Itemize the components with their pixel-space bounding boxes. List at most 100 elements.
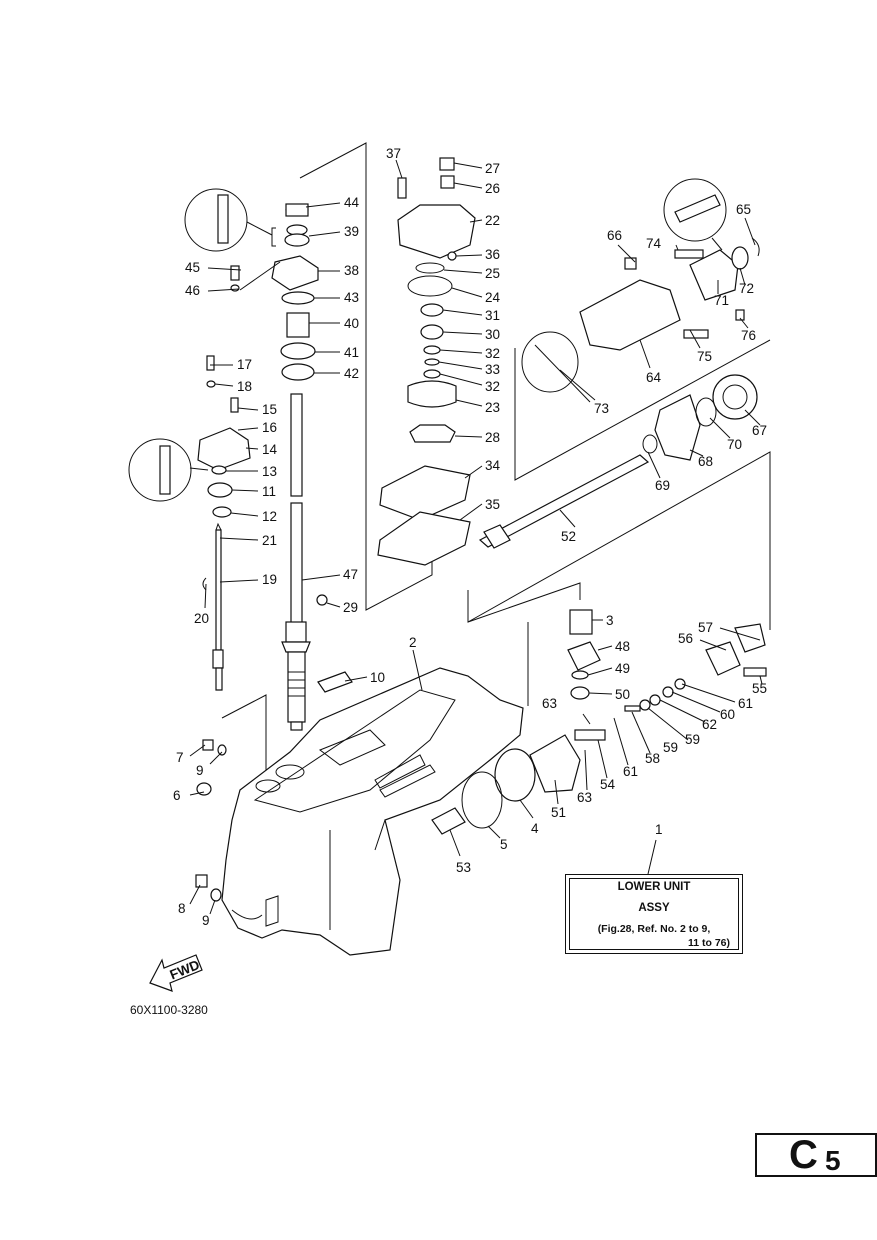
- fwd-label: FWD: [168, 957, 202, 983]
- part-label-54: 54: [600, 777, 616, 792]
- lower-unit-housing: [221, 667, 524, 956]
- part-label-70: 70: [727, 437, 742, 452]
- part-label-32b: 32: [485, 379, 500, 394]
- part-label-61b: 61: [623, 764, 638, 779]
- left-stack-parts: [197, 203, 319, 518]
- part-label-16: 16: [262, 420, 277, 435]
- part-label-60: 60: [720, 707, 735, 722]
- part-label-40: 40: [344, 316, 359, 331]
- part-label-57: 57: [698, 620, 713, 635]
- part-label-30: 30: [485, 327, 500, 342]
- part-label-52: 52: [561, 529, 576, 544]
- assy-box-line3: (Fig.28, Ref. No. 2 to 9,: [597, 923, 711, 935]
- part-label-12: 12: [262, 509, 277, 524]
- part-label-56: 56: [678, 631, 693, 646]
- part-label-10: 10: [370, 670, 385, 685]
- part-label-38: 38: [344, 263, 359, 278]
- part-label-36: 36: [485, 247, 500, 262]
- diagram-code: 60X1100-3280: [130, 1003, 208, 1017]
- part-label-48: 48: [615, 639, 630, 654]
- part-label-7: 7: [176, 750, 184, 765]
- part-label-53: 53: [456, 860, 471, 875]
- part-label-58: 58: [645, 751, 660, 766]
- part-label-69: 69: [655, 478, 670, 493]
- small-fasteners: [195, 577, 353, 902]
- part-label-41: 41: [344, 345, 359, 360]
- lower-unit-assy-box: LOWER UNIT ASSY (Fig.28, Ref. No. 2 to 9…: [565, 874, 743, 954]
- part-label-22: 22: [485, 213, 500, 228]
- page-indicator: C 5: [755, 1133, 877, 1177]
- part-label-1: 1: [655, 822, 663, 837]
- part-label-50: 50: [615, 687, 630, 702]
- part-label-74: 74: [646, 236, 662, 251]
- part-label-62: 62: [702, 717, 717, 732]
- part-label-27: 27: [485, 161, 500, 176]
- gear-clutch-parts: [431, 609, 767, 835]
- part-label-51: 51: [551, 805, 566, 820]
- part-label-55: 55: [752, 681, 767, 696]
- part-label-35: 35: [485, 497, 500, 512]
- part-label-65: 65: [736, 202, 751, 217]
- group-frame-lines: [221, 142, 771, 911]
- part-label-26: 26: [485, 181, 500, 196]
- part-label-20: 20: [194, 611, 209, 626]
- part-label-19: 19: [262, 572, 277, 587]
- part-label-67: 67: [752, 423, 767, 438]
- shift-rod: [212, 522, 224, 691]
- part-label-73: 73: [594, 401, 609, 416]
- page-number: 5: [825, 1145, 841, 1176]
- part-label-61a: 61: [738, 696, 753, 711]
- part-label-44: 44: [344, 195, 360, 210]
- leader-lines: [189, 159, 763, 915]
- part-label-68: 68: [698, 454, 713, 469]
- part-label-49: 49: [615, 661, 630, 676]
- part-label-42: 42: [344, 366, 359, 381]
- assy-box-line4: 11 to 76): [687, 937, 730, 949]
- part-label-25: 25: [485, 266, 500, 281]
- part-label-45: 45: [185, 260, 200, 275]
- part-label-23: 23: [485, 400, 500, 415]
- part-label-17: 17: [237, 357, 252, 372]
- part-label-64: 64: [646, 370, 662, 385]
- drive-shaft: [281, 393, 311, 731]
- part-label-33: 33: [485, 362, 500, 377]
- part-label-29: 29: [343, 600, 358, 615]
- part-label-2: 2: [409, 635, 417, 650]
- part-label-21: 21: [262, 533, 277, 548]
- assy-box-inner-border: [569, 878, 739, 950]
- part-label-66: 66: [607, 228, 622, 243]
- part-label-43: 43: [344, 290, 359, 305]
- part-label-14: 14: [262, 442, 278, 457]
- part-label-4: 4: [531, 821, 539, 836]
- part-label-3: 3: [606, 613, 614, 628]
- part-label-71: 71: [714, 293, 729, 308]
- part-label-76: 76: [741, 328, 756, 343]
- part-label-13: 13: [262, 464, 277, 479]
- part-label-46: 46: [185, 283, 200, 298]
- part-label-63b: 63: [577, 790, 592, 805]
- part-label-9a: 9: [196, 763, 204, 778]
- detail-callouts: [128, 178, 727, 502]
- part-label-37: 37: [386, 146, 401, 161]
- part-label-5: 5: [500, 837, 508, 852]
- part-number-labels: 44 39 38 43 40 41 42 45 46 17 18 15 16 1…: [173, 146, 767, 928]
- part-label-9b: 9: [202, 913, 210, 928]
- part-label-11: 11: [262, 484, 276, 499]
- part-label-63a: 63: [542, 696, 557, 711]
- part-label-75: 75: [697, 349, 712, 364]
- part-label-6: 6: [173, 788, 181, 803]
- part-label-59a: 59: [685, 732, 700, 747]
- part-label-39: 39: [344, 224, 359, 239]
- part-label-15: 15: [262, 402, 277, 417]
- fwd-arrow: FWD: [149, 954, 203, 992]
- part-label-47: 47: [343, 567, 358, 582]
- part-label-59b: 59: [663, 740, 678, 755]
- assy-box-line2: ASSY: [638, 902, 670, 914]
- part-label-72: 72: [739, 281, 754, 296]
- assy-box-line1: LOWER UNIT: [617, 881, 691, 893]
- water-pump-parts: [377, 157, 476, 566]
- propeller-shaft-assembly: [478, 237, 760, 549]
- part-label-28: 28: [485, 430, 500, 445]
- page-letter: C: [789, 1133, 818, 1177]
